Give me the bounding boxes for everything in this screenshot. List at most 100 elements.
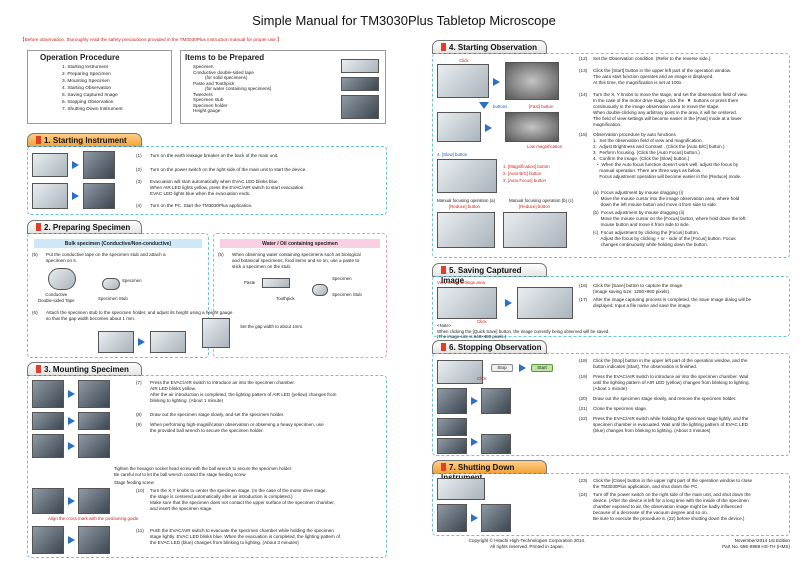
section-1-heading: 1. Starting Instrument	[27, 133, 142, 147]
save-note: <Note> When clicking the [Quick Save] bu…	[437, 323, 610, 339]
paste-photo	[262, 278, 290, 288]
step-text: (b) Focus adjustment by mouse dragging (…	[593, 210, 746, 227]
stop-button[interactable]: Stop	[491, 364, 513, 372]
wrench-photo-1	[32, 434, 64, 458]
knob-photo-1	[32, 488, 64, 514]
auto-start-image	[505, 62, 559, 100]
step-text: Press the EVAC/AIR switch while holding …	[593, 416, 749, 433]
step-text: Turn the X,Y knobs to center the specime…	[150, 488, 335, 511]
stage-photo-4	[437, 418, 467, 436]
section-1-body: (1)Turn on the earth leakage breaker on …	[27, 146, 387, 215]
safety-warning: 【Before observation, thoroughly read the…	[20, 37, 282, 42]
section-2: 2. Preparing Specimen Bulk specimen (Con…	[27, 220, 387, 358]
step-text: Turn off the power switch on the right s…	[593, 492, 751, 521]
section-7-heading: 7. Shutting Down Instrument	[432, 460, 547, 482]
step-number: (23)	[579, 478, 588, 483]
section-5-body: View mode settings area Click <Note> Whe…	[432, 276, 790, 339]
specimen-label: Specimen	[122, 278, 142, 283]
breaker-photo	[32, 153, 68, 177]
section-6-body: Stop Start Click (18)Click the [Stop] bu…	[432, 353, 790, 456]
manual-a-label: Manual focusing operation (a)	[437, 198, 496, 203]
step-number: (4)	[136, 203, 142, 208]
note-stage-screw: Stage feeding screw	[114, 480, 154, 485]
step-number: (16)	[579, 283, 588, 288]
click-save-label: Click	[477, 319, 487, 324]
operation-procedure-box: Operation Procedure 1. Starting Instrume…	[27, 50, 172, 124]
start-button[interactable]: Start	[531, 364, 553, 372]
operation-item: 6. Stopping Observation	[62, 99, 114, 105]
step-text: Turn the X, Y knobs to move the stage, a…	[593, 92, 748, 127]
evac-photo-1	[32, 380, 64, 408]
pc-photo	[83, 183, 115, 209]
step-number: (15)	[579, 132, 588, 137]
gap-photo	[202, 318, 230, 348]
wrench-photo-2	[78, 434, 110, 458]
arrow-icon	[68, 536, 75, 544]
stub-photo-2	[312, 284, 328, 296]
reduce-button-label-a: [Reduce] button	[449, 204, 481, 209]
evac-photo-2	[78, 380, 110, 408]
save-dialog-photo	[517, 287, 573, 319]
operation-item: 7. Shutting Down Instrument	[62, 106, 123, 112]
step-text: Turn on the power switch on the right si…	[150, 167, 307, 172]
arrow-icon	[68, 390, 75, 398]
power-switch-photo	[83, 151, 115, 179]
step-number: (17)	[579, 297, 588, 302]
operation-heading: Operation Procedure	[40, 53, 120, 62]
stub-label: Specimen Stub	[98, 296, 128, 301]
prepared-item: Specimen holder	[193, 102, 228, 108]
fast-button-label: [Fast] button	[529, 104, 554, 109]
copyright: Copyright © Hitachi High-Technologies Co…	[468, 538, 586, 549]
prepared-item: Tweezers	[193, 91, 213, 97]
section-3-heading: 3. Mounting Specimen	[27, 362, 142, 376]
page-title: Simple Manual for TM3030Plus Tabletop Mi…	[252, 13, 556, 28]
step-number: (19)	[579, 374, 588, 379]
stage-photo-2	[78, 412, 110, 430]
step-text: Set the Observation condition. (Refer to…	[593, 56, 711, 61]
power-photo-1	[437, 504, 467, 532]
arrow-icon	[68, 442, 75, 450]
holder-photo-2	[150, 331, 186, 353]
autobc-button-label: 2. [Auto B/C] button	[503, 171, 542, 176]
step-text: Draw out the specimen stage slowly, and …	[150, 412, 285, 417]
view-mode-label: View mode settings area	[437, 280, 485, 285]
auto-functions-photo	[437, 159, 497, 193]
section-4: 4. Starting Observation Click buttons [F…	[432, 40, 790, 258]
step-number: (18)	[579, 358, 588, 363]
tweezers-photo	[341, 77, 379, 91]
manual-b-label: Manual focusing operation (b) (c)	[509, 198, 574, 203]
arrow-icon	[471, 438, 478, 446]
note-screw: Tighten the hexagon socket head screw wi…	[114, 466, 293, 477]
operation-item: 1. Starting Instrument	[62, 65, 108, 70]
prepared-item: (for solid specimens)	[205, 75, 248, 80]
evac-photo-5	[437, 388, 467, 414]
step-number: (2)	[136, 167, 142, 172]
section-5-heading: 5. Saving Captured Image	[432, 263, 547, 285]
tape-photo	[341, 59, 379, 73]
evac-photo-3	[32, 526, 64, 554]
edition: November/2014 1st Edition Part No. 55E-8…	[722, 538, 790, 549]
prepared-item: Paste and Toothpick	[193, 80, 235, 86]
operation-item: 2. Preparing Specimen	[62, 71, 111, 77]
step-text: After the image capturing process is com…	[593, 297, 752, 308]
prepared-item: (for water containing specimens)	[205, 86, 272, 91]
step-number: (10)	[136, 488, 145, 493]
prepared-heading: Items to be Prepared	[185, 53, 265, 62]
step-text: Press the EVAC/AIR switch to introduce a…	[593, 374, 750, 391]
arrow-icon	[493, 78, 500, 86]
step-number: (1)	[136, 153, 142, 158]
section-6-heading: 6. Stopping Observation	[432, 340, 547, 354]
step-text: Click the [Stop] button in the upper lef…	[593, 358, 748, 369]
toothpick-label: Toothpick	[276, 296, 295, 301]
save-screen-photo	[437, 287, 497, 319]
step-number: (21)	[579, 406, 588, 411]
step-text: Press the EVAC/AIR switch to introduce a…	[150, 380, 337, 403]
arrow-icon	[68, 497, 75, 505]
operation-item: 3. Mounting Specimen	[62, 78, 110, 84]
operation-item: 5. Saving Captured Image	[62, 92, 118, 98]
arrow-icon	[68, 417, 75, 425]
arrow-down-icon	[479, 102, 489, 109]
paste-label: Paste	[244, 280, 256, 285]
